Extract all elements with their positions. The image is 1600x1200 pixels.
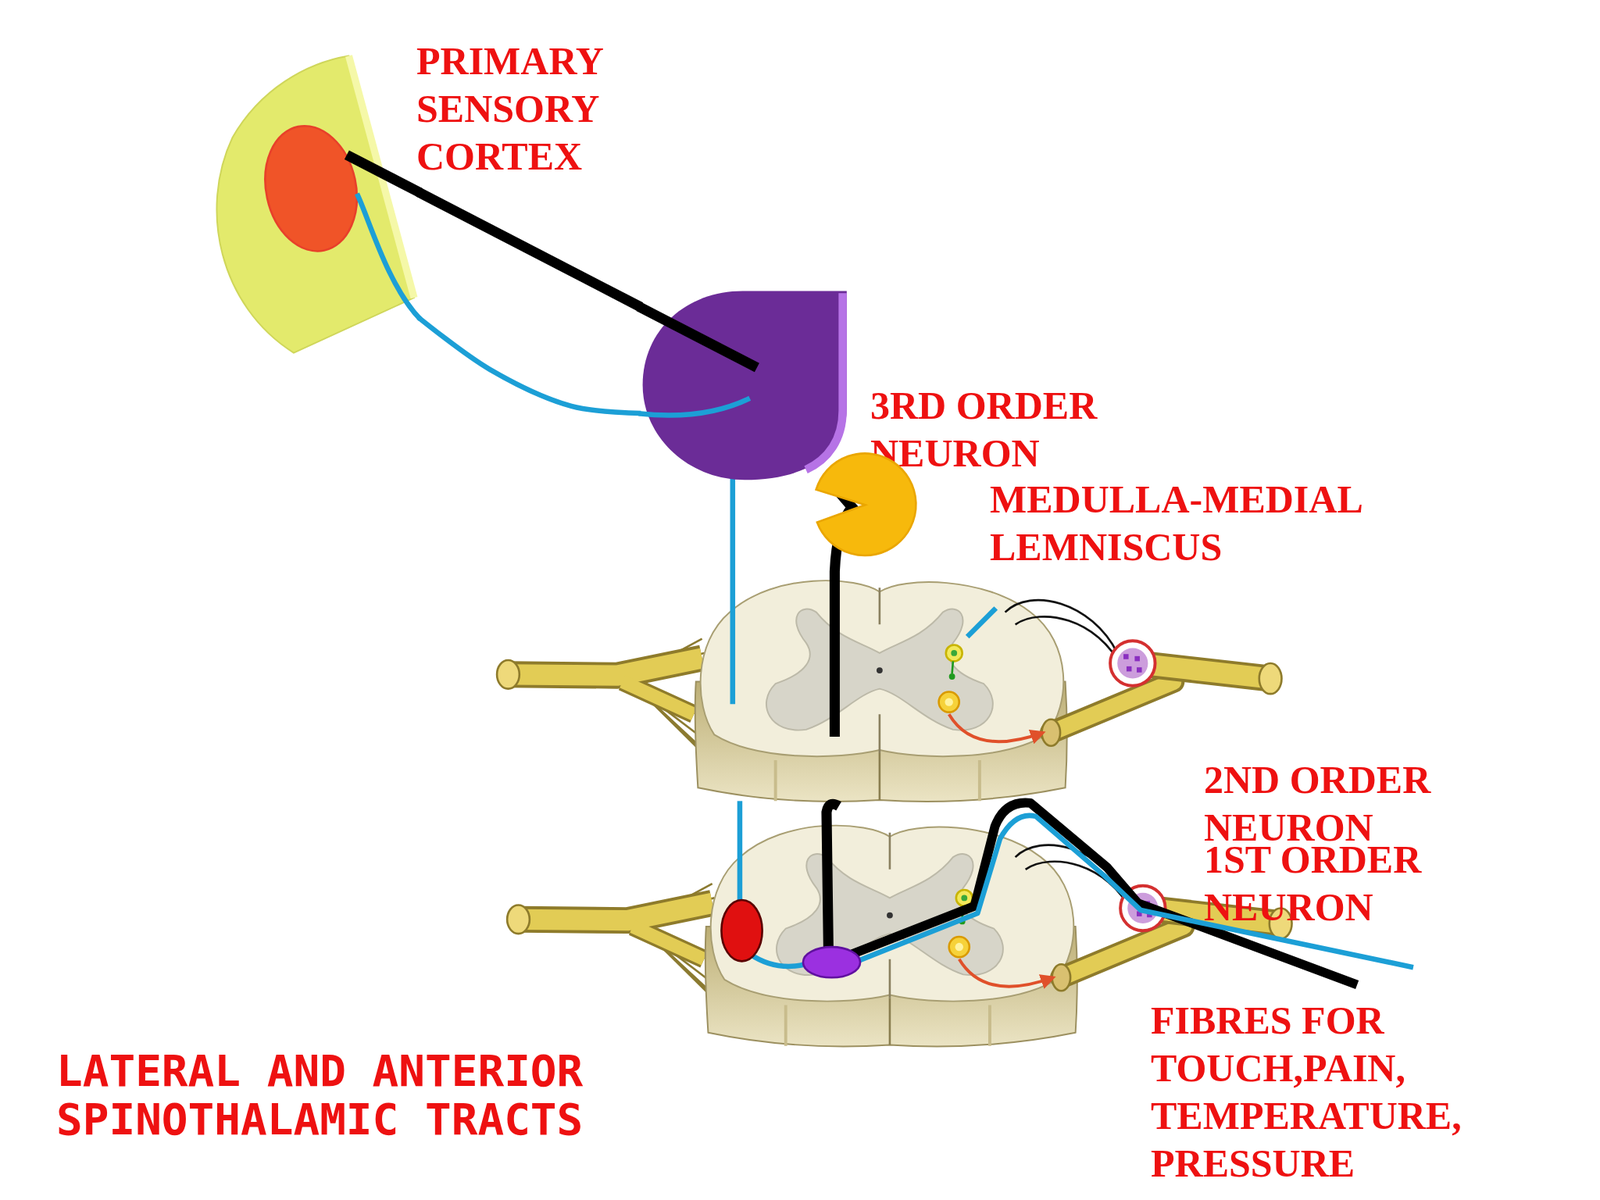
medulla-body	[816, 453, 917, 557]
diagram-title: LATERAL AND ANTERIOR SPINOTHALAMIC TRACT…	[56, 1046, 635, 1144]
cortex-area-oval	[253, 117, 368, 260]
fibre-types-label: FIBRES FOR TOUCH,PAIN, TEMPERATURE, PRES…	[1150, 996, 1495, 1188]
cortex-lobe	[217, 56, 415, 354]
upper-cord-segment	[496, 580, 1282, 802]
black-tract-line	[418, 192, 642, 308]
medulla-shape-outline	[814, 453, 917, 557]
crossing-fibre	[750, 953, 807, 967]
black-fibre-end	[639, 306, 758, 368]
lateral-tract-fibre	[826, 803, 840, 960]
anterior-tract-fibre	[737, 800, 743, 900]
blue-tract-line	[418, 317, 642, 414]
node-label: 3RD ORDER NEURON	[870, 382, 1121, 478]
thalamus-shape: 3RD ORDER NEURON	[640, 289, 847, 480]
anterior-tract-neuron	[721, 900, 762, 961]
node-label: PRIMARY SENSORY CORTEX	[416, 37, 628, 181]
sensory-cortex: PRIMARY SENSORY CORTEX	[203, 50, 418, 358]
thalamus-edge	[806, 292, 843, 470]
blue-fibre-end	[357, 193, 421, 320]
second-order-label: 2ND ORDER NEURON	[1203, 756, 1454, 852]
black-fibre-end	[346, 155, 421, 194]
thalamus-shape-outline	[640, 289, 847, 480]
second-order-neuron	[803, 946, 861, 978]
afferent-fibre	[967, 607, 997, 637]
first-order-label: 1ST ORDER NEURON	[1203, 835, 1454, 932]
sensory-cortex-outline	[203, 50, 418, 358]
blue-fibre-end	[639, 397, 750, 415]
medulla-shape: MEDULLA-MEDIAL LEMNISCUS	[814, 453, 917, 557]
node-label: MEDULLA-MEDIAL LEMNISCUS	[989, 475, 1412, 572]
anterior-tract-fibre	[730, 477, 736, 704]
